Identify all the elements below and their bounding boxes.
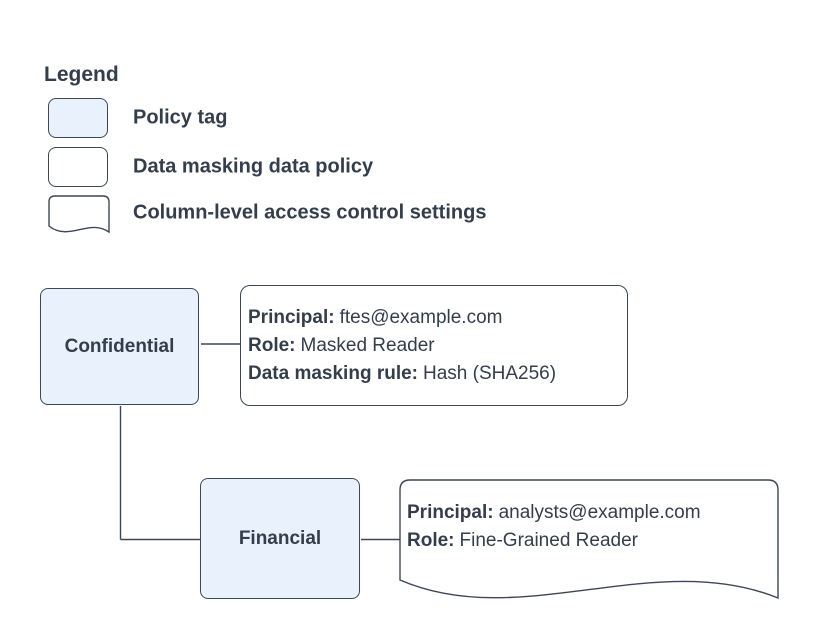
policy-line-value: ftes@example.com — [339, 306, 503, 328]
document-swatch — [48, 195, 110, 234]
node-label: Financial — [238, 527, 322, 549]
policy-line: Role:Masked Reader — [248, 332, 627, 360]
legend-item-label: Data masking data policy — [133, 155, 374, 178]
policy-line-label: Principal: — [407, 502, 494, 523]
document-shape — [399, 479, 779, 600]
data-policy-swatch — [48, 147, 108, 187]
access-settings-text: Principal:analysts@example.com Role:Fine… — [407, 499, 701, 555]
node-label: Confidential — [64, 335, 175, 357]
policy-line: Principal:ftes@example.com — [248, 304, 627, 332]
masking-policy-box: Principal:ftes@example.com Role:Masked R… — [240, 285, 628, 406]
policy-line: Role:Fine-Grained Reader — [407, 527, 701, 555]
policy-line-value: Hash (SHA256) — [423, 362, 557, 384]
policy-line-label: Role: — [407, 530, 455, 551]
legend-item-label: Column-level access control settings — [133, 201, 487, 224]
policy-line-label: Principal: — [248, 306, 335, 328]
policy-line: Principal:analysts@example.com — [407, 499, 701, 527]
policy-line-value: Masked Reader — [300, 334, 435, 356]
legend-title: Legend — [44, 63, 119, 86]
policy-line: Data masking rule:Hash (SHA256) — [248, 360, 627, 388]
legend-item-label: Policy tag — [133, 106, 228, 129]
node-financial: Financial — [200, 478, 360, 599]
node-confidential: Confidential — [40, 288, 199, 405]
policy-line-label: Role: — [248, 334, 296, 356]
policy-line-value: analysts@example.com — [498, 502, 701, 523]
policy-tag-swatch — [48, 98, 108, 138]
policy-line-label: Data masking rule: — [248, 362, 418, 384]
policy-line-value: Fine-Grained Reader — [459, 530, 638, 551]
